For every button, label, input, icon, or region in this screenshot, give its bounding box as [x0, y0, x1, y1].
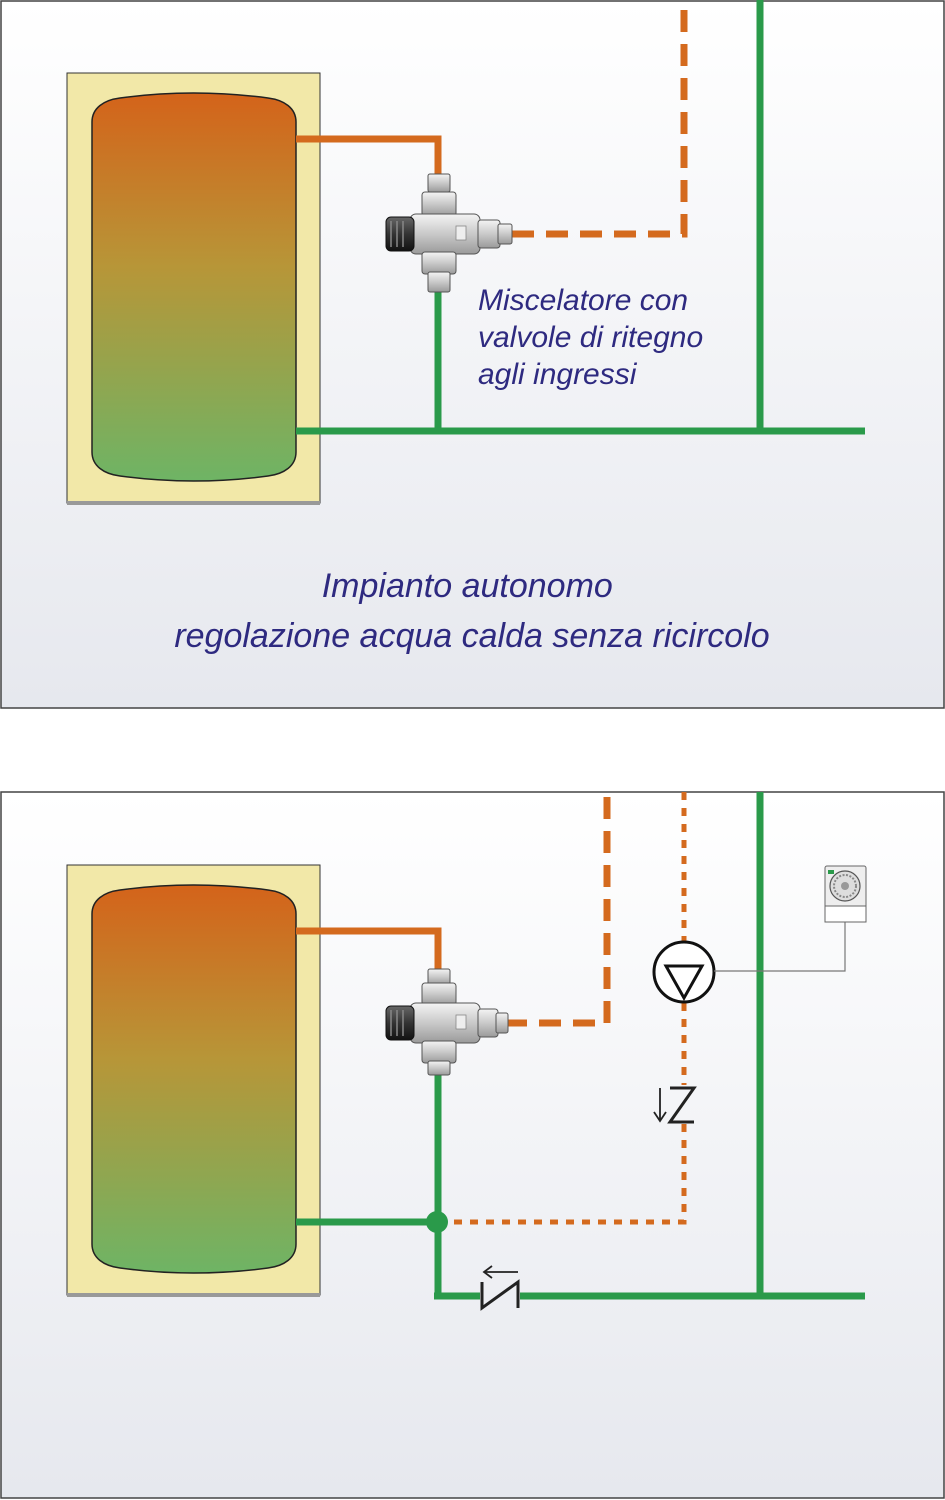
hot-supply-pipe	[296, 135, 442, 176]
top-caption-line2: regolazione acqua calda senza ricircolo	[174, 617, 769, 655]
valve-label-line1: Miscelatore con	[478, 284, 688, 317]
valve-knob	[385, 216, 415, 252]
valve-top-nut	[427, 173, 451, 193]
bottom-panel	[0, 791, 945, 1499]
thermostatic-mixing-valve-icon	[385, 968, 509, 1076]
valve-outlet-union	[477, 219, 501, 249]
valve-bottom-union	[421, 251, 457, 275]
valve-bottom-nut	[427, 271, 451, 293]
valve-body	[409, 213, 481, 255]
storage-tank-top	[66, 72, 321, 505]
hot-supply-pipe	[296, 927, 442, 970]
tank-base	[67, 501, 320, 505]
tank-vessel	[91, 884, 297, 1274]
pipe-junction	[426, 1211, 448, 1233]
timer-wire	[714, 922, 846, 972]
tank-vessel	[91, 92, 297, 482]
top-caption: Impianto autonomo regolazione acqua cald…	[174, 567, 769, 655]
check-valve-icon	[480, 1265, 520, 1311]
valve-top-union	[421, 982, 457, 1006]
valve-bottom-nut	[427, 1060, 451, 1076]
valve-outlet-nut	[495, 1012, 509, 1034]
mixed-outlet-pipe	[505, 792, 611, 1027]
circulation-pump-icon	[652, 940, 716, 1004]
valve-outlet-union	[477, 1008, 499, 1038]
valve-knob	[385, 1005, 415, 1041]
storage-tank-bottom	[66, 864, 321, 1297]
timer-clock-icon	[824, 865, 867, 923]
mixed-outlet-pipe	[512, 0, 688, 238]
valve-outlet-nut	[497, 223, 513, 245]
valve-top-union	[421, 191, 457, 217]
top-panel: Miscelatore con valvole di ritegno agli …	[0, 0, 945, 709]
valve-label: Miscelatore con valvole di ritegno agli …	[478, 284, 711, 391]
valve-body	[409, 1002, 481, 1044]
check-valve-icon	[653, 1086, 697, 1124]
recirculation-return-lower	[444, 1124, 687, 1225]
valve-label-line2: valvole di ritegno	[478, 321, 703, 354]
thermostatic-mixing-valve-icon	[385, 173, 513, 293]
valve-bottom-union	[421, 1040, 457, 1064]
top-caption-line1: Impianto autonomo	[322, 567, 613, 605]
tank-base	[67, 1293, 320, 1297]
valve-label-line3: agli ingressi	[478, 358, 638, 391]
